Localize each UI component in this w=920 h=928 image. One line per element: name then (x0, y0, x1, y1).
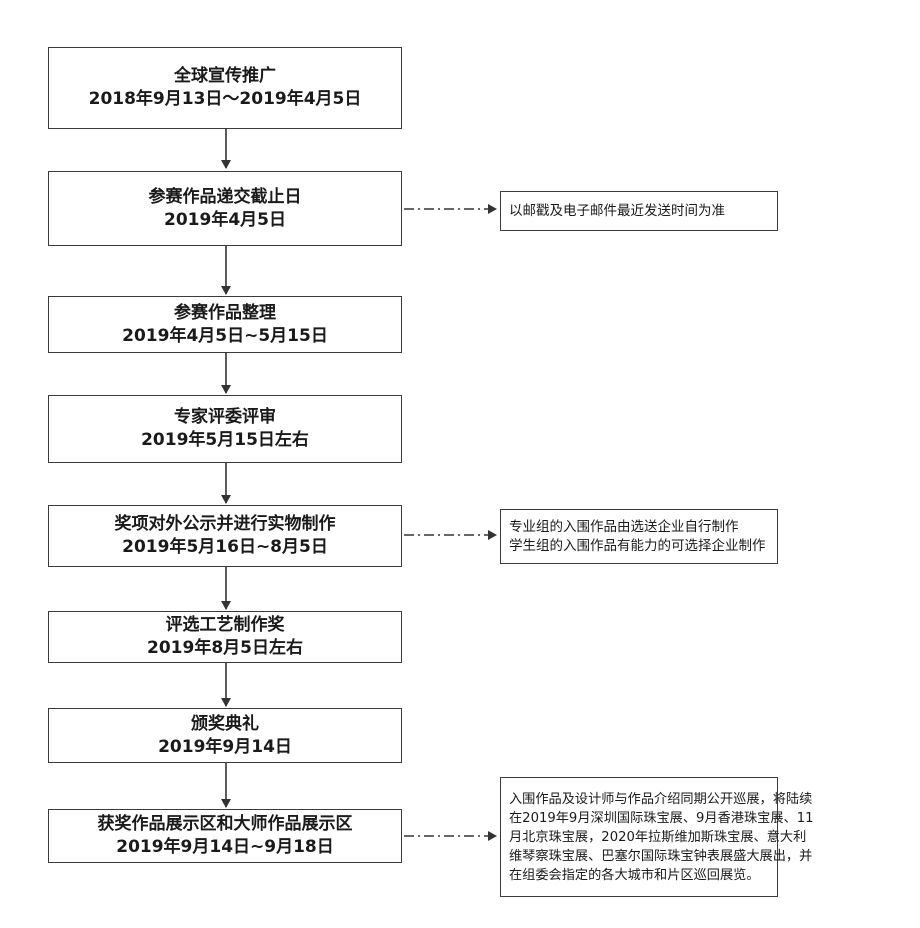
step-title: 颁奖典礼 (191, 713, 259, 734)
note-line: 月北京珠宝展，2020年拉斯维加斯珠宝展、意大利 (509, 829, 807, 845)
note-line: 以邮戳及电子邮件最近发送时间为准 (509, 202, 725, 219)
note-line: 在2019年9月深圳国际珠宝展、9月香港珠宝展、11 (509, 810, 814, 826)
step-expert-review: 专家评委评审 2019年5月15日左右 (48, 395, 402, 463)
step-craftsmanship-award: 评选工艺制作奖 2019年8月5日左右 (48, 611, 402, 663)
step-title: 全球宣传推广 (174, 66, 276, 86)
step-date: 2019年4月5日~5月15日 (122, 325, 328, 346)
step-date: 2019年8月5日左右 (147, 638, 303, 658)
step-title: 参赛作品递交截止日 (148, 186, 302, 207)
note-line: 入围作品及设计师与作品介绍同期公开巡展，将陆续 (509, 791, 813, 807)
note-postmark: 以邮戳及电子邮件最近发送时间为准 (500, 191, 778, 231)
step-title: 评选工艺制作奖 (165, 615, 285, 635)
step-date: 2019年4月5日 (164, 209, 286, 230)
step-exhibition-area: 获奖作品展示区和大师作品展示区 2019年9月14日~9月18日 (48, 809, 402, 863)
step-award-announcement: 奖项对外公示并进行实物制作 2019年5月16日~8月5日 (48, 505, 402, 567)
step-title: 奖项对外公示并进行实物制作 (114, 514, 336, 534)
step-date: 2019年9月14日 (158, 736, 292, 757)
step-title: 参赛作品整理 (174, 302, 276, 323)
step-title: 获奖作品展示区和大师作品展示区 (97, 814, 353, 834)
step-global-promotion: 全球宣传推广 2018年9月13日～2019年4月5日 (48, 47, 402, 129)
note-line: 专业组的入围作品由选送企业自行制作 (509, 518, 739, 535)
step-date: 2019年5月16日~8月5日 (122, 537, 328, 557)
step-submission-deadline: 参赛作品递交截止日 2019年4月5日 (48, 171, 402, 246)
step-award-ceremony: 颁奖典礼 2019年9月14日 (48, 708, 402, 763)
note-line: 维琴察珠宝展、巴塞尔国际珠宝钟表展盛大展出，并 (509, 848, 813, 864)
note-line: 在组委会指定的各大城市和片区巡回展览。 (509, 867, 760, 883)
step-date: 2018年9月13日～2019年4月5日 (88, 89, 362, 109)
note-line: 学生组的入围作品有能力的可选择企业制作 (509, 537, 766, 554)
step-entry-sorting: 参赛作品整理 2019年4月5日~5月15日 (48, 296, 402, 353)
step-date: 2019年9月14日~9月18日 (116, 837, 334, 857)
step-date: 2019年5月15日左右 (141, 430, 309, 450)
note-production: 专业组的入围作品由选送企业自行制作 学生组的入围作品有能力的可选择企业制作 (500, 509, 778, 564)
step-title: 专家评委评审 (174, 407, 276, 427)
note-touring-exhibition: 入围作品及设计师与作品介绍同期公开巡展，将陆续 在2019年9月深圳国际珠宝展、… (500, 777, 814, 897)
